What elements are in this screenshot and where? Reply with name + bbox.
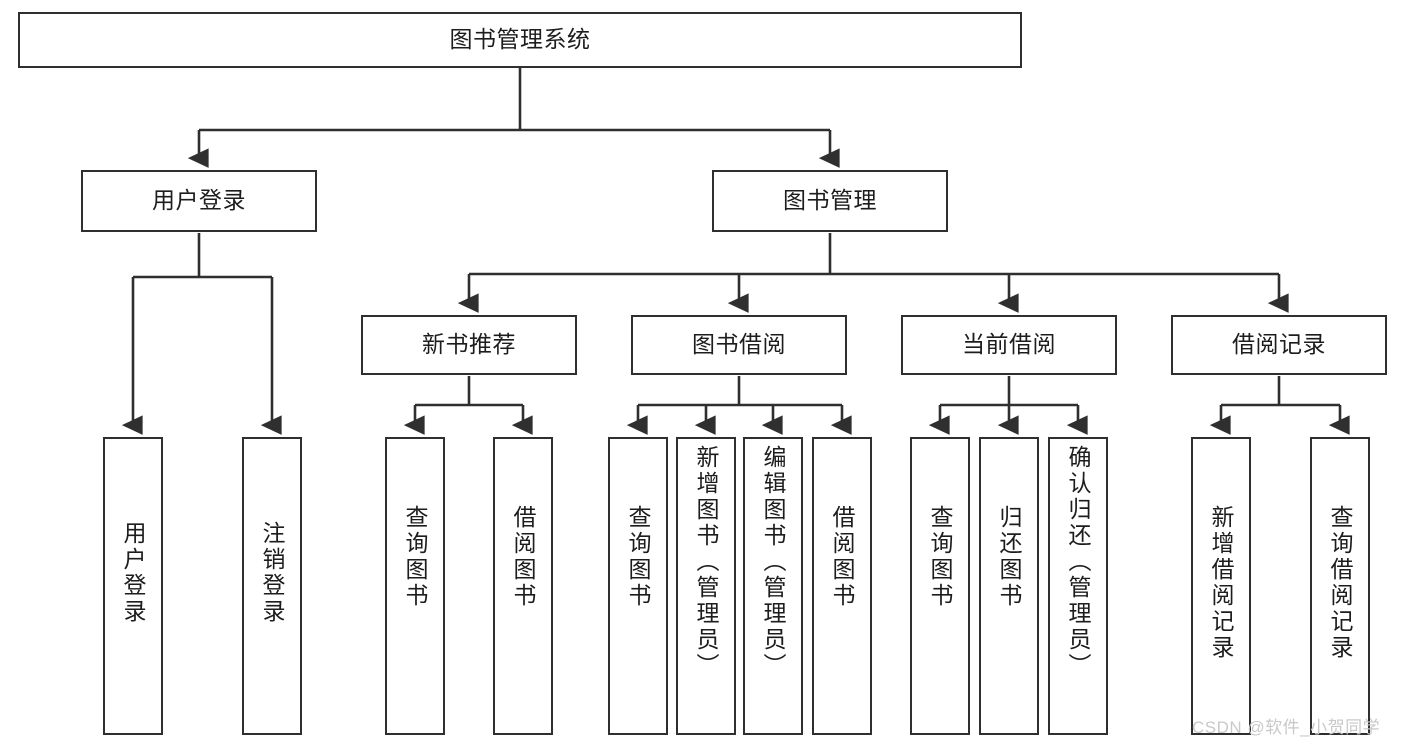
- leaf-current-borrow-return-book[interactable]: 归还图书: [979, 437, 1039, 735]
- node-label: 查询图书: [625, 505, 652, 609]
- leaf-book-borrow-edit-book-admin[interactable]: 编辑图书（管理员）: [743, 437, 803, 735]
- leaf-book-borrow-borrow-book[interactable]: 借阅图书: [812, 437, 872, 735]
- node-label: 借阅图书: [829, 505, 856, 609]
- node-label: 借阅记录: [1232, 331, 1326, 358]
- node-label: 新增借阅记录: [1208, 505, 1235, 661]
- leaf-user-login-login[interactable]: 用户登录: [103, 437, 163, 735]
- leaf-current-borrow-query-book[interactable]: 查询图书: [910, 437, 970, 735]
- node-label: 图书管理系统: [449, 26, 591, 53]
- node-book-borrow[interactable]: 图书借阅: [631, 315, 847, 375]
- node-new-book-recommend[interactable]: 新书推荐: [361, 315, 577, 375]
- node-root-library-management-system[interactable]: 图书管理系统: [18, 12, 1022, 68]
- node-book-management[interactable]: 图书管理: [712, 170, 948, 232]
- node-label: 新增图书（管理员）: [693, 445, 720, 679]
- node-current-borrow[interactable]: 当前借阅: [901, 315, 1117, 375]
- node-label: 编辑图书（管理员）: [760, 445, 787, 679]
- node-label: 注销登录: [259, 521, 286, 625]
- node-label: 图书管理: [783, 187, 877, 214]
- node-label: 用户登录: [120, 521, 147, 625]
- node-label: 查询图书: [402, 505, 429, 609]
- node-label: 查询图书: [927, 505, 954, 609]
- leaf-new-book-borrow-book[interactable]: 借阅图书: [493, 437, 553, 735]
- leaf-borrow-record-add-record[interactable]: 新增借阅记录: [1191, 437, 1251, 735]
- node-user-login[interactable]: 用户登录: [81, 170, 317, 232]
- node-label: 归还图书: [996, 505, 1023, 609]
- leaf-book-borrow-add-book-admin[interactable]: 新增图书（管理员）: [676, 437, 736, 735]
- node-label: 当前借阅: [962, 331, 1056, 358]
- node-borrow-record[interactable]: 借阅记录: [1171, 315, 1387, 375]
- node-label: 新书推荐: [422, 331, 516, 358]
- node-label: 用户登录: [152, 187, 246, 214]
- leaf-borrow-record-query-record[interactable]: 查询借阅记录: [1310, 437, 1370, 735]
- node-label: 查询借阅记录: [1327, 505, 1354, 661]
- node-label: 借阅图书: [510, 505, 537, 609]
- csdn-watermark: CSDN @软件_小贺同学: [1192, 718, 1381, 737]
- leaf-book-borrow-query-book[interactable]: 查询图书: [608, 437, 668, 735]
- node-label: 图书借阅: [692, 331, 786, 358]
- leaf-user-login-logout[interactable]: 注销登录: [242, 437, 302, 735]
- node-label: 确认归还（管理员）: [1065, 445, 1092, 679]
- leaf-current-borrow-confirm-return-admin[interactable]: 确认归还（管理员）: [1048, 437, 1108, 735]
- leaf-new-book-query-book[interactable]: 查询图书: [385, 437, 445, 735]
